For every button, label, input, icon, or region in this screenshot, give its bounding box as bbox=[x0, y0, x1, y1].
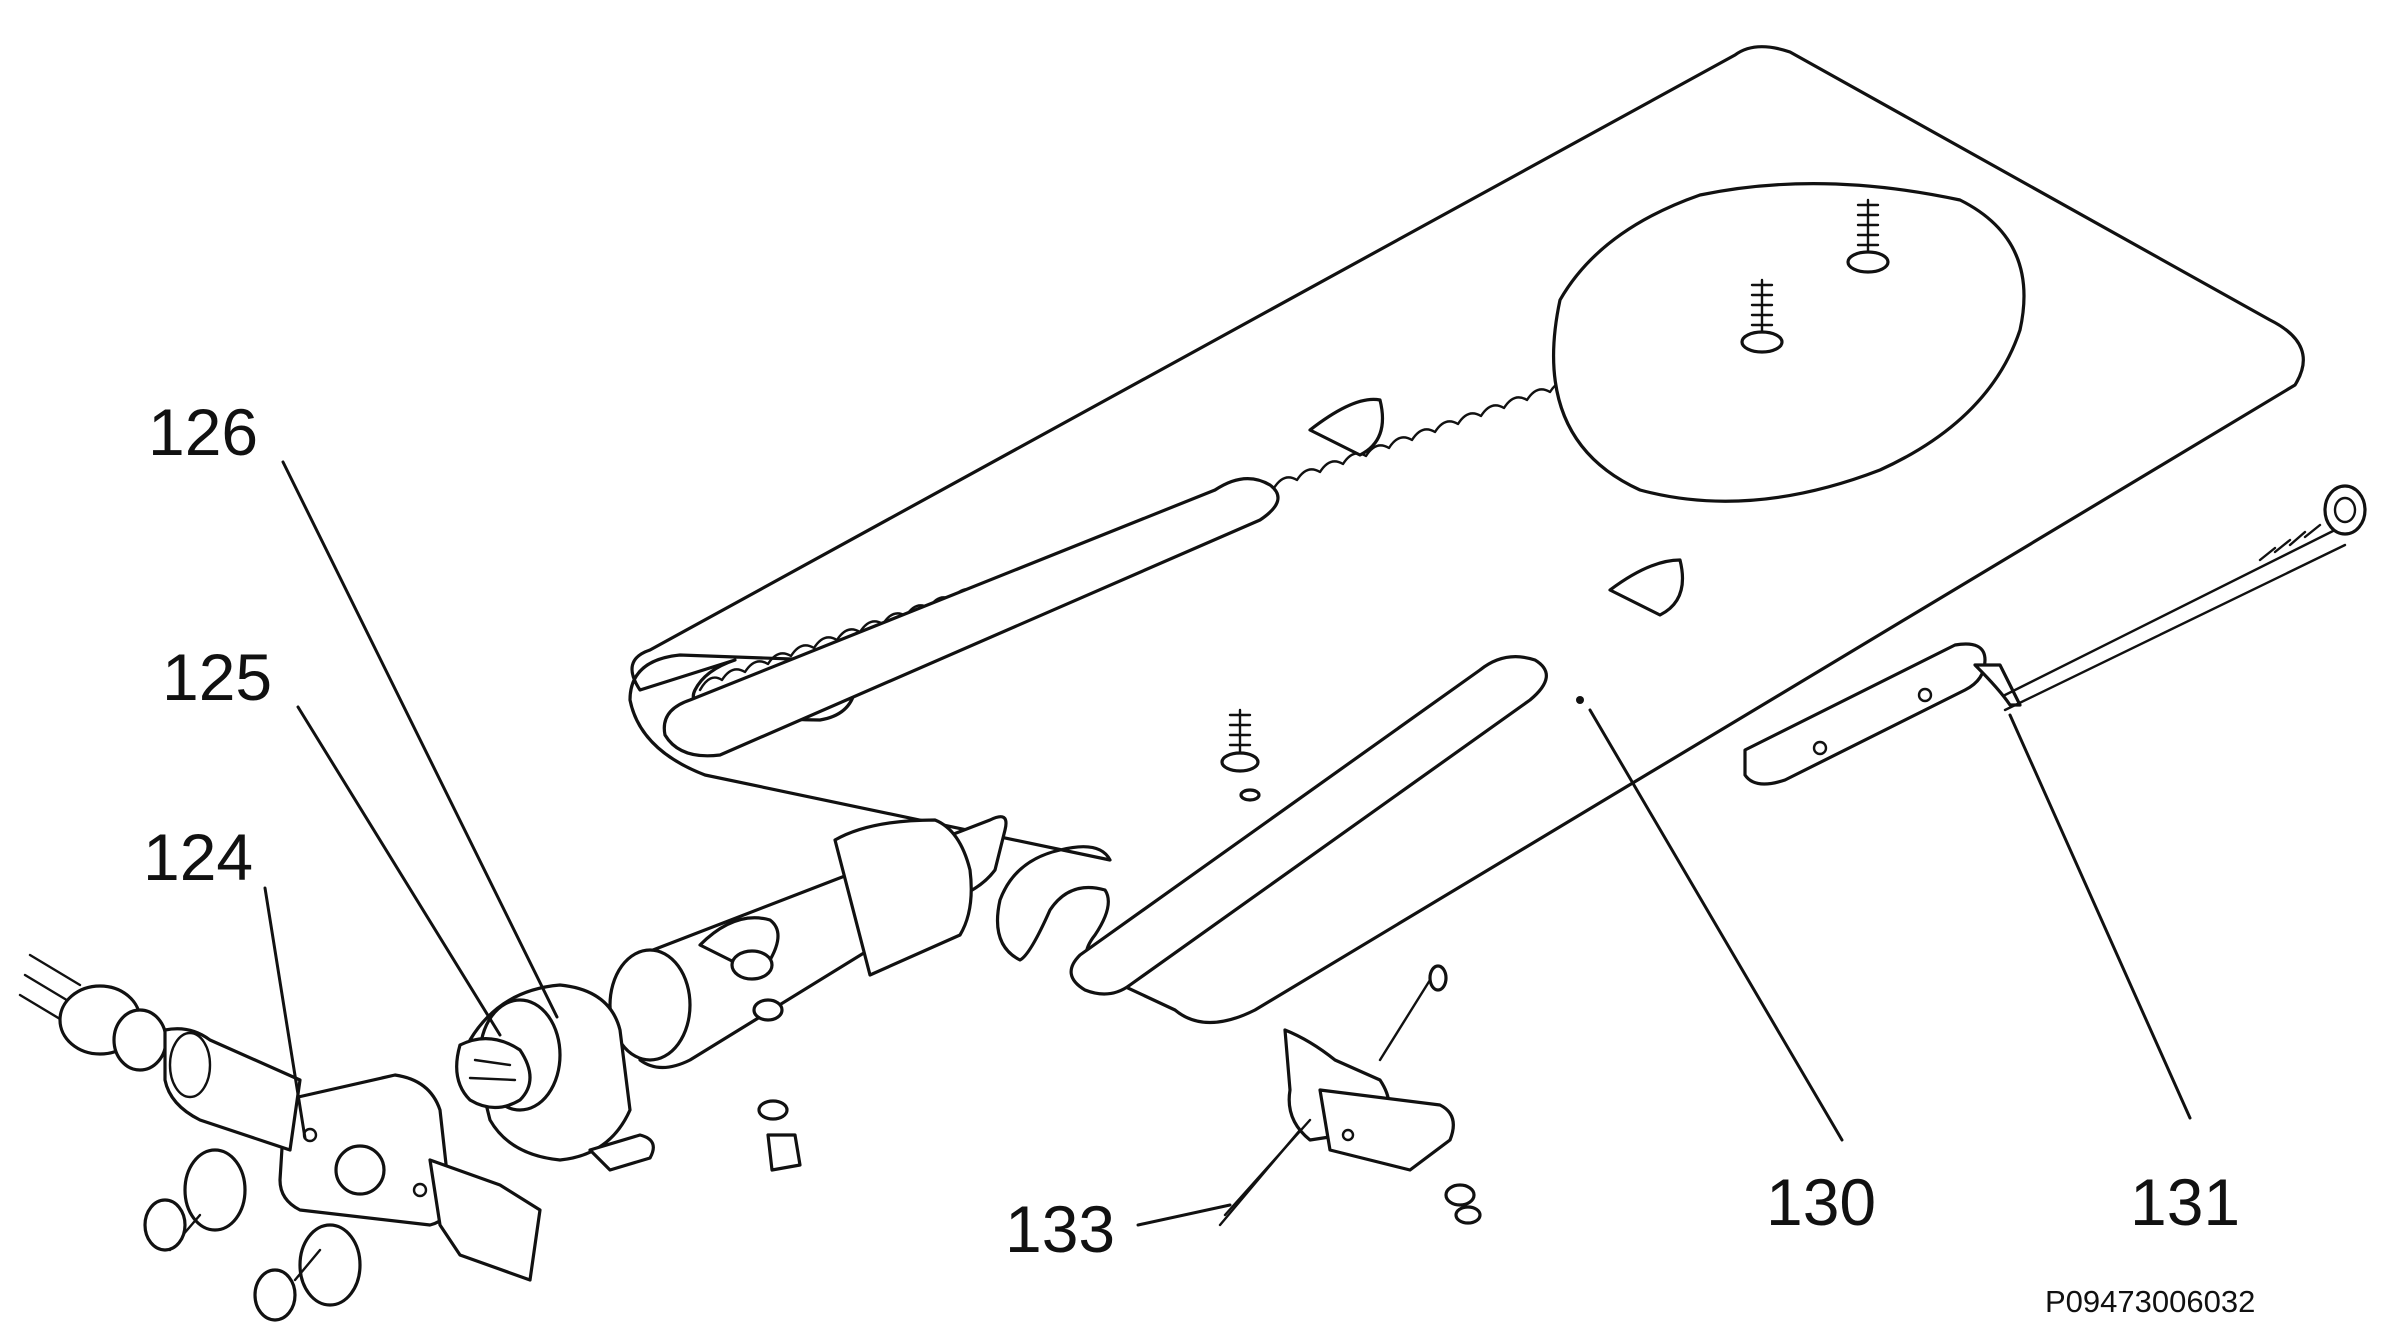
leader-lines bbox=[263, 460, 2192, 1227]
callout-131: 131 bbox=[2130, 1165, 2240, 1239]
leader-126 bbox=[281, 460, 559, 1019]
callout-125: 125 bbox=[162, 640, 272, 714]
gas-pipe-fittings bbox=[18, 953, 302, 1152]
ignition-electrode bbox=[1218, 964, 1482, 1227]
burner-tube bbox=[608, 815, 1008, 1070]
leader-131 bbox=[2008, 713, 2192, 1120]
callout-133: 133 bbox=[1005, 1192, 1115, 1266]
callout-124: 124 bbox=[143, 820, 253, 894]
leader-130 bbox=[1588, 708, 1844, 1142]
fasteners bbox=[143, 1099, 802, 1322]
callout-130: 130 bbox=[1766, 1165, 1876, 1239]
valve-bracket bbox=[278, 1073, 542, 1282]
leader-124 bbox=[263, 886, 307, 1140]
leader-125 bbox=[296, 705, 502, 1037]
drawing-code: P09473006032 bbox=[2045, 1284, 2255, 1319]
burner-plate bbox=[628, 45, 2305, 1025]
ignition-bracket bbox=[1743, 484, 2367, 786]
leader-133 bbox=[1136, 1203, 1232, 1227]
gas-jet bbox=[455, 1036, 532, 1110]
callout-labels: 126 125 124 130 131 133 P09473006032 bbox=[143, 395, 2255, 1319]
callout-126: 126 bbox=[148, 395, 258, 469]
